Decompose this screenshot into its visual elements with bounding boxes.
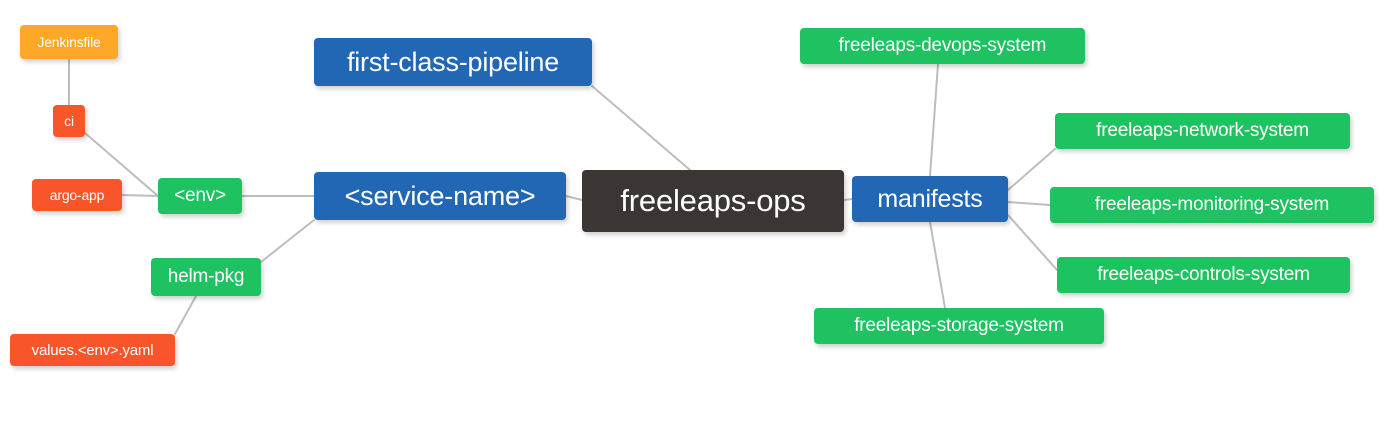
edge-helm-pkg-to-service-name xyxy=(260,219,315,263)
edge-first-class-pipeline-to-freeleaps-ops xyxy=(591,85,691,171)
node-label: freeleaps-controls-system xyxy=(1097,264,1310,285)
node-label: manifests xyxy=(877,184,983,213)
edge-service-name-to-freeleaps-ops xyxy=(565,195,583,201)
node-freeleaps-devops-system[interactable]: freeleaps-devops-system xyxy=(800,28,1085,64)
edge-manifests-to-freeleaps-storage-system xyxy=(929,221,946,309)
node-freeleaps-ops[interactable]: freeleaps-ops xyxy=(582,170,844,232)
node-manifests[interactable]: manifests xyxy=(852,176,1008,222)
node-label: ci xyxy=(64,113,74,129)
node-label: freeleaps-monitoring-system xyxy=(1094,194,1330,215)
node-values-env-yaml[interactable]: values.<env>.yaml xyxy=(10,334,175,366)
node-label: first-class-pipeline xyxy=(346,46,560,77)
node-ci[interactable]: ci xyxy=(53,105,85,137)
node-freeleaps-network-system[interactable]: freeleaps-network-system xyxy=(1055,113,1350,149)
edge-manifests-to-freeleaps-network-system xyxy=(1007,148,1056,191)
edge-manifests-to-freeleaps-devops-system xyxy=(929,63,939,177)
node-label: <env> xyxy=(174,185,226,206)
node-label: values.<env>.yaml xyxy=(31,341,154,359)
edge-manifests-to-freeleaps-monitoring-system xyxy=(1007,201,1051,206)
node-freeleaps-storage-system[interactable]: freeleaps-storage-system xyxy=(814,308,1104,344)
node-service-name[interactable]: <service-name> xyxy=(314,172,566,220)
node-label: freeleaps-storage-system xyxy=(854,315,1064,336)
edge-values-env-yaml-to-helm-pkg xyxy=(174,295,197,335)
node-label: helm-pkg xyxy=(167,266,245,287)
node-label: freeleaps-network-system xyxy=(1096,120,1309,141)
node-freeleaps-monitoring-system[interactable]: freeleaps-monitoring-system xyxy=(1050,187,1374,223)
edge-manifests-to-freeleaps-controls-system xyxy=(1007,214,1058,271)
node-label: Jenkinsfile xyxy=(37,34,101,50)
edge-freeleaps-ops-to-manifests xyxy=(843,198,853,201)
node-first-class-pipeline[interactable]: first-class-pipeline xyxy=(314,38,592,86)
node-label: argo-app xyxy=(49,187,105,203)
node-label: freeleaps-ops xyxy=(620,183,806,218)
node-label: freeleaps-devops-system xyxy=(838,35,1047,56)
node-argo-app[interactable]: argo-app xyxy=(32,179,122,211)
node-freeleaps-controls-system[interactable]: freeleaps-controls-system xyxy=(1057,257,1350,293)
node-helm-pkg[interactable]: helm-pkg xyxy=(151,258,261,296)
edge-argo-app-to-env xyxy=(121,194,159,197)
node-env[interactable]: <env> xyxy=(158,178,242,214)
node-jenkinsfile[interactable]: Jenkinsfile xyxy=(20,25,118,59)
node-label: <service-name> xyxy=(344,180,536,211)
